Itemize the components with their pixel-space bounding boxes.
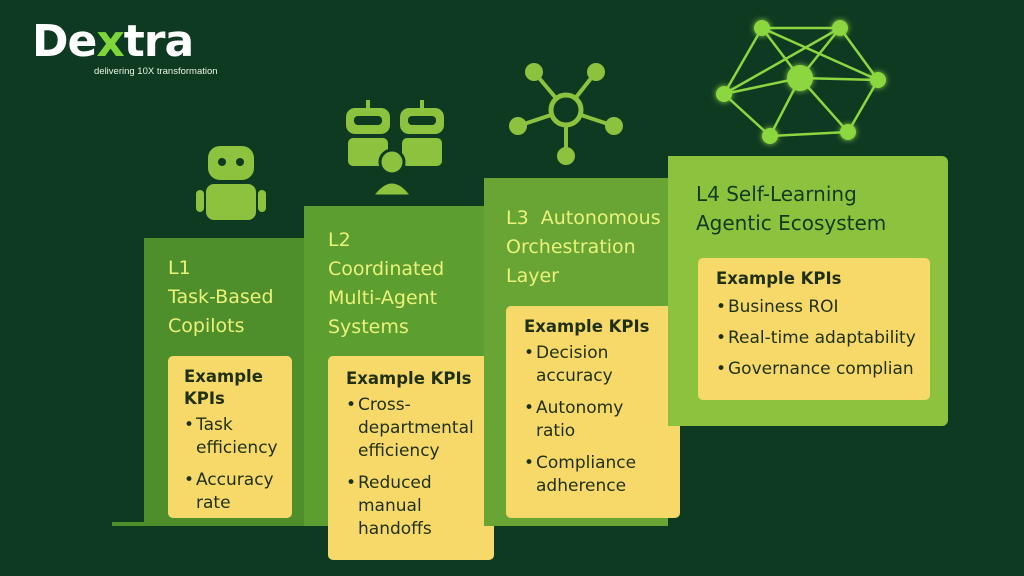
robot-icon	[196, 146, 266, 220]
kpi-item: Governance complian	[716, 358, 930, 381]
step-baseline	[112, 522, 168, 526]
level-4-kpi-card: Example KPIs Business ROI Real-time adap…	[698, 258, 930, 400]
kpi-item: Decision accuracy	[524, 342, 680, 388]
level-1-step: L1 Task-Based Copilots Example KPIs Task…	[144, 238, 304, 526]
level-4-step: L4 Self-Learning Agentic Ecosystem Examp…	[668, 156, 948, 426]
level-3-title: L3 Autonomous Orchestration Layer	[506, 207, 661, 287]
level-2-title: L2 Coordinated Multi-Agent Systems	[328, 229, 445, 338]
level-2-step: L2 Coordinated Multi-Agent Systems Examp…	[304, 206, 494, 560]
logo-wordmark: Dextra	[32, 16, 194, 67]
dextra-logo: Dextra delivering 10X transformation	[32, 16, 218, 78]
multi-agent-icon	[346, 100, 444, 198]
kpi-item: Compliance adherence	[524, 452, 680, 498]
logo-tagline: delivering 10X transformation	[94, 66, 218, 77]
level-4-title: L4 Self-Learning Agentic Ecosystem	[696, 182, 887, 235]
orchestration-hub-icon	[509, 63, 623, 165]
kpi-item: Reduced manual handoffs	[346, 472, 494, 541]
network-ecosystem-icon	[716, 20, 886, 144]
kpi-item: Task efficiency	[184, 414, 292, 460]
level-2-kpi-card: Example KPIs Cross- departmental efficie…	[328, 356, 494, 560]
kpi-heading: Example KPIs	[346, 369, 472, 388]
kpi-item: Real-time adaptability	[716, 327, 930, 350]
level-1-kpi-card: Example KPIs Task efficiency Accuracy ra…	[168, 356, 292, 518]
level-3-step: L3 Autonomous Orchestration Layer Exampl…	[484, 178, 680, 526]
kpi-item: Accuracy rate	[184, 469, 292, 515]
kpi-item: Business ROI	[716, 296, 930, 319]
kpi-heading: Example KPIs	[524, 317, 650, 336]
kpi-item: Autonomy ratio	[524, 397, 680, 443]
level-1-title: L1 Task-Based Copilots	[168, 257, 274, 337]
kpi-heading: Example KPIs	[716, 269, 842, 288]
kpi-item: Cross- departmental efficiency	[346, 394, 494, 463]
level-3-kpi-card: Example KPIs Decision accuracy Autonomy …	[506, 306, 680, 518]
kpi-heading: Example KPIs	[184, 367, 263, 408]
